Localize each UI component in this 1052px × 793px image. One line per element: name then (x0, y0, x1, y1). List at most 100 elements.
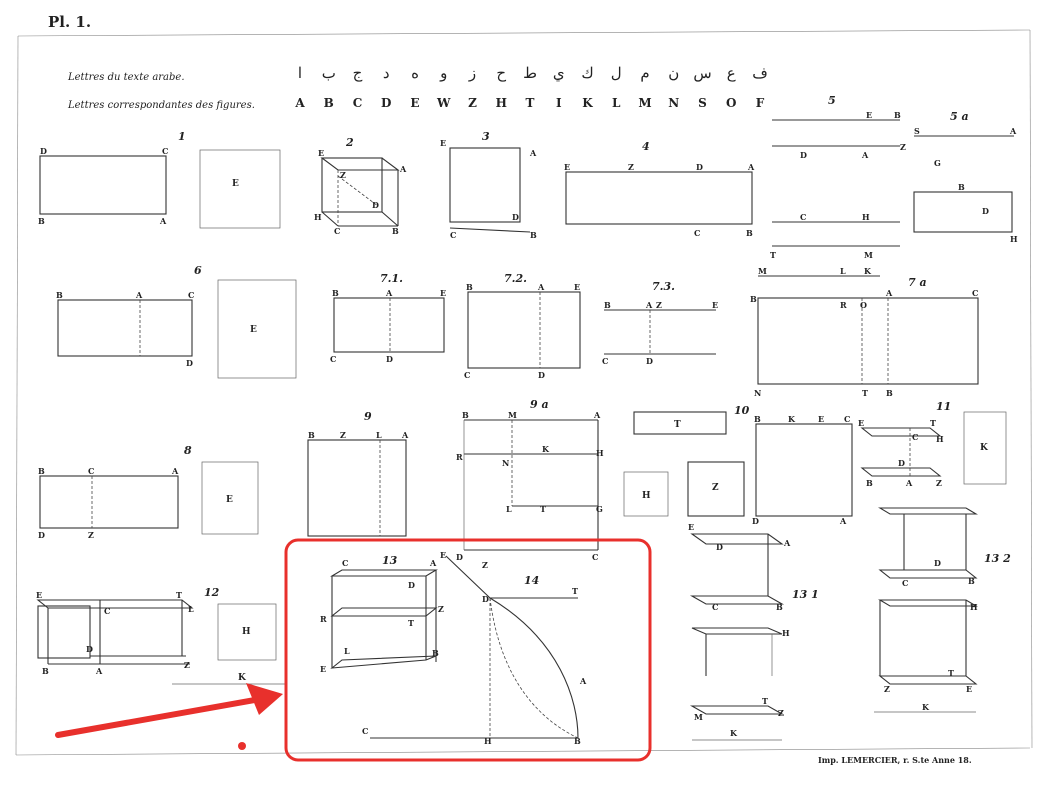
point-label: G (596, 504, 603, 514)
point-label: B (776, 602, 783, 612)
figure-5a: 5 a S A G B D H (913, 110, 1018, 244)
point-label: Z (340, 170, 346, 180)
point-label: D (538, 370, 545, 380)
fig-number: 12 (204, 586, 220, 599)
point-label: D (186, 358, 193, 368)
point-label: B (56, 290, 63, 300)
point-label: E (574, 282, 580, 292)
point-label: K (730, 728, 738, 738)
point-label: Z (482, 560, 488, 570)
figure-7-1: 7.1. B A E C D (330, 272, 446, 364)
point-label: D (646, 356, 653, 366)
point-label: T (930, 418, 936, 428)
red-dot (238, 742, 246, 750)
point-label: M (758, 266, 767, 276)
arabic-letter: ه (411, 64, 419, 82)
point-label: B (886, 388, 893, 398)
point-label: A (839, 516, 847, 526)
point-label: R (320, 614, 327, 624)
point-label: H (596, 448, 604, 458)
arabic-letter: ح (496, 64, 506, 82)
fig-number: 1 (178, 130, 186, 143)
figure-7a: 7 a M L K B R O A C N T B (750, 266, 979, 398)
legend-row1-label: Lettres du texte arabe. (67, 72, 185, 83)
point-label: E (226, 495, 233, 505)
point-label: K (864, 266, 872, 276)
point-label: C (592, 552, 598, 562)
point-label: Z (936, 478, 942, 488)
point-label: C (362, 726, 368, 736)
plate-title: Pl. 1. (48, 13, 91, 31)
point-label: K (788, 414, 796, 424)
figure-5: 5 E B D A Z C H T M (770, 94, 906, 260)
latin-letter: F (756, 96, 765, 110)
point-label: A (399, 164, 407, 174)
figure-9: 9 B Z L A (307, 410, 409, 537)
figure-8-square: E (201, 461, 259, 535)
figure-9a: 9 a B M A R N K H L T G D C (456, 398, 604, 562)
figure-12: 12 E T C L D B A Z H K (36, 586, 286, 685)
fig-number: 9 (364, 410, 372, 423)
latin-letter: D (381, 96, 391, 110)
point-label: H (242, 627, 251, 637)
fig-number: 7.3. (652, 280, 675, 293)
point-label: C (162, 146, 168, 156)
point-label: E (440, 288, 446, 298)
point-label: H (1010, 234, 1018, 244)
fig-number: 7 a (908, 276, 927, 289)
point-label: E (966, 684, 972, 694)
point-label: B (958, 182, 965, 192)
point-label: A (579, 676, 587, 686)
point-label: K (542, 444, 550, 454)
fig-number: 9 a (530, 398, 549, 411)
point-label: N (754, 388, 761, 398)
point-label: B (604, 300, 611, 310)
point-label: C (104, 606, 110, 616)
arabic-letter: ك (581, 64, 593, 82)
arabic-letter: م (640, 64, 649, 82)
point-label: H (642, 491, 651, 501)
figure-6-square: E (217, 279, 297, 379)
arabic-letter: د (383, 64, 390, 82)
fig-number: 10 (734, 404, 750, 417)
imprint: Imp. LEMERCIER, r. S.te Anne 18. (818, 755, 972, 765)
point-label: C (602, 356, 608, 366)
figure-3: 3 E A D C B (440, 130, 537, 240)
point-label: A (529, 148, 537, 158)
point-label: E (818, 414, 824, 424)
figure-14: 14 E Z D T A C H B (362, 550, 587, 746)
point-label: K (238, 673, 247, 683)
fig-number: 11 (936, 400, 951, 413)
point-label: E (564, 162, 570, 172)
point-label: A (401, 430, 409, 440)
point-label: D (898, 458, 905, 468)
point-label: M (508, 410, 517, 420)
point-label: B (392, 226, 399, 236)
point-label: E (440, 138, 446, 148)
point-label: B (574, 736, 581, 746)
point-label: K (980, 443, 989, 453)
figure-8: 8 B C A D Z (38, 444, 192, 540)
point-label: A (171, 466, 179, 476)
point-label: A (159, 216, 167, 226)
point-label: D (716, 542, 723, 552)
figure-6: 6 B A C D (56, 264, 202, 368)
fig-number: 2 (345, 136, 354, 149)
point-label: B (894, 110, 901, 120)
latin-letter: H (496, 96, 507, 110)
point-label: A (1009, 126, 1017, 136)
figure-10: T H Z 10 B K E C D A (623, 404, 853, 526)
latin-letter: T (526, 96, 535, 110)
point-label: B (866, 478, 873, 488)
arabic-letter: ن (668, 64, 679, 82)
point-label: D (386, 354, 393, 364)
point-label: M (694, 712, 703, 722)
point-label: A (885, 288, 893, 298)
point-label: T (572, 586, 578, 596)
point-label: R (840, 300, 847, 310)
latin-letter: W (436, 96, 451, 110)
point-label: B (462, 410, 469, 420)
point-label: C (694, 228, 700, 238)
point-label: D (38, 530, 45, 540)
